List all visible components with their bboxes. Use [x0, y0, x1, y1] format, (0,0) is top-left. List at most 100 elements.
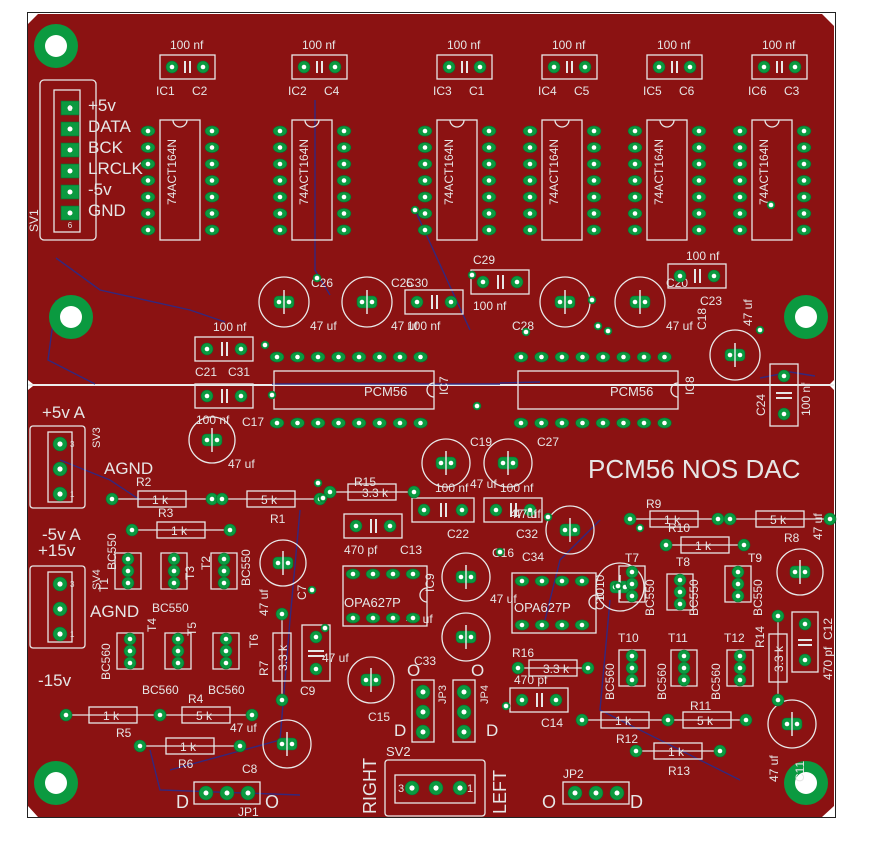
- track: [169, 509, 301, 771]
- sv1-label-5v: +5v: [88, 96, 116, 115]
- cap-outline: [411, 497, 475, 523]
- cap-ref: C34: [522, 550, 544, 564]
- drill-hole: [527, 161, 533, 167]
- drill-hole: [737, 352, 743, 358]
- drill-hole: [295, 420, 300, 426]
- sv3-label-5va: +5v A: [42, 403, 86, 422]
- sv2-ref: SV2: [386, 744, 411, 759]
- cap-outline: [541, 54, 598, 80]
- cap-value: 100 nf: [762, 38, 796, 52]
- drill-hole: [275, 560, 281, 566]
- transistor-part: BC550: [687, 579, 701, 616]
- sv1-label-neg5v: -5v: [88, 180, 112, 199]
- drill-hole: [422, 178, 428, 183]
- drill-hole: [341, 194, 347, 200]
- resistor-ref: R5: [116, 726, 132, 740]
- cap-ref: C4: [324, 84, 340, 98]
- jp3-ref: JP3: [437, 685, 449, 704]
- drill-hole: [249, 712, 255, 718]
- drill-hole: [200, 64, 206, 70]
- cap-value: 47 uf: [767, 755, 781, 782]
- sv1-ref: SV1: [27, 209, 41, 232]
- dac-outline: [517, 370, 679, 410]
- drill-hole: [67, 126, 73, 132]
- drill-hole: [527, 507, 533, 513]
- drill-hole: [209, 145, 215, 150]
- drill-hole: [341, 227, 347, 233]
- drill-hole: [422, 211, 428, 216]
- drill-hole: [572, 527, 578, 533]
- cap-body: [259, 539, 307, 587]
- cap-body: [441, 552, 491, 602]
- drill-hole: [677, 601, 683, 607]
- drill-hole: [341, 128, 347, 134]
- resistor-body: [156, 521, 206, 539]
- cap-ref: C6: [679, 84, 695, 98]
- cap-body: [258, 276, 310, 328]
- drill-hole: [390, 615, 396, 621]
- drill-hole: [486, 145, 492, 150]
- drill-hole: [600, 354, 606, 360]
- transistor-part: BC560: [655, 663, 669, 700]
- cap-ref: C19: [470, 435, 492, 449]
- dac-ref: IC7: [437, 376, 451, 395]
- cap-value: 100 nf: [686, 249, 720, 263]
- cap-outline: [291, 54, 348, 80]
- transistor-part: BC550: [239, 549, 253, 586]
- cap-ref: C5: [574, 84, 590, 98]
- transistor-ref: T6: [247, 634, 261, 648]
- cap-body: [188, 416, 236, 464]
- cap-value: 100 nf: [196, 413, 230, 427]
- sv2-connector: 3 1 SV2 RIGHT LEFT: [360, 744, 510, 817]
- resistor-value: 1 k: [695, 539, 712, 553]
- cap-ref: C1: [469, 84, 485, 98]
- drill-hole: [727, 352, 733, 358]
- drill-hole: [421, 507, 427, 513]
- cap-body: [767, 699, 817, 749]
- drill-hole: [741, 542, 747, 548]
- ic-part: 74ACT164N: [757, 139, 771, 205]
- drill-hole: [527, 227, 533, 233]
- drill-hole: [519, 578, 525, 584]
- drill-hole: [632, 128, 638, 134]
- drill-hole: [579, 622, 585, 628]
- cap-ref: C21: [195, 365, 217, 379]
- drill-hole: [591, 178, 597, 183]
- jp3-o: O: [407, 661, 420, 680]
- drill-hole: [595, 323, 601, 329]
- ic-ref: IC3: [433, 84, 452, 98]
- sv1-label-gnd: GND: [88, 201, 126, 220]
- drill-hole: [801, 161, 807, 167]
- drill-hole: [632, 194, 638, 200]
- drill-hole: [802, 657, 808, 663]
- ic-part: 74ACT164N: [297, 139, 311, 205]
- drill-hole: [792, 64, 798, 70]
- cap-body: [421, 438, 471, 488]
- drill-hole: [696, 128, 702, 134]
- drill-hole: [238, 393, 244, 399]
- drill-hole: [629, 665, 635, 671]
- drill-hole: [157, 712, 163, 718]
- drill-hole: [527, 194, 533, 200]
- drill-hole: [277, 211, 283, 216]
- ic-part: 74ACT164N: [165, 139, 179, 205]
- track: [314, 100, 331, 296]
- drill-hole: [641, 420, 647, 426]
- mounting-hole-drill: [60, 306, 82, 328]
- drill-hole: [227, 527, 233, 533]
- cap-value: 47 uf: [310, 319, 337, 333]
- drill-hole: [735, 569, 741, 575]
- drill-hole: [632, 161, 638, 167]
- opamp-ref: IC10: [593, 574, 607, 600]
- drill-hole: [737, 161, 743, 167]
- cap-value: 100 nf: [657, 38, 691, 52]
- ic-notch: [449, 119, 465, 128]
- drill-hole: [559, 622, 565, 628]
- drill-hole: [696, 161, 702, 167]
- drill-hole: [359, 299, 365, 305]
- resistor-r4: 5 kR4: [153, 692, 259, 724]
- drill-hole: [373, 677, 379, 683]
- drill-hole: [480, 279, 486, 285]
